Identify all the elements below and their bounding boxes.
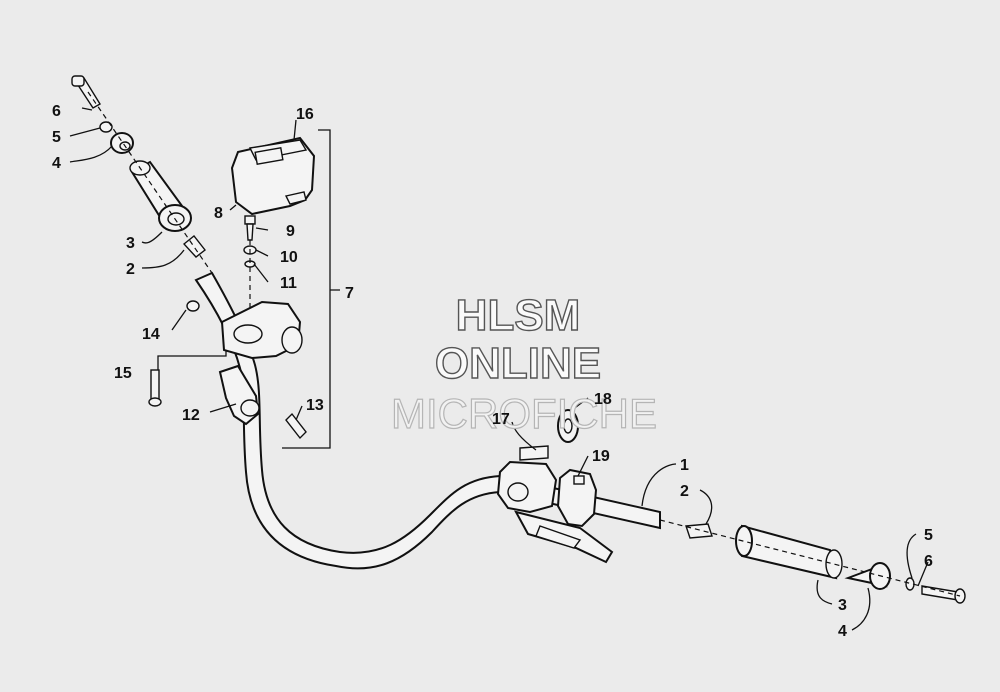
leader-lines — [69, 107, 929, 631]
watermark-line3: MICROFICHE — [391, 390, 657, 437]
throttle-housing-19 — [556, 468, 598, 528]
callout-6-right: 6 — [924, 553, 933, 570]
watermark: HLSM ONLINE MICROFICHE — [390, 290, 657, 437]
bracket-7 — [282, 129, 340, 449]
callout-3-left: 3 — [126, 235, 135, 252]
nut-14 — [186, 300, 200, 312]
insert-left — [182, 235, 206, 258]
bolt-right — [921, 585, 966, 604]
callout-1: 1 — [680, 457, 689, 474]
axis-right-dash — [659, 519, 961, 597]
washer-right — [905, 577, 915, 591]
master-cylinder — [496, 460, 614, 564]
callout-10: 10 — [280, 249, 298, 266]
switch-housing — [230, 136, 316, 216]
washer-left — [99, 121, 113, 133]
end-cap-left — [110, 132, 134, 154]
decal-17 — [519, 445, 549, 461]
end-cap-right — [844, 562, 891, 590]
washer-18 — [557, 409, 579, 443]
callout-14: 14 — [142, 326, 160, 343]
screw-13 — [285, 412, 307, 440]
grip-right — [735, 524, 843, 580]
callout-4-left: 4 — [52, 155, 61, 172]
callout-11: 11 — [280, 275, 297, 292]
callout-4-right: 4 — [838, 623, 847, 640]
callout-6-left: 6 — [52, 103, 61, 120]
callout-19: 19 — [592, 448, 610, 465]
callout-8: 8 — [214, 205, 223, 222]
callout-5-right: 5 — [924, 527, 933, 544]
callout-16: 16 — [296, 106, 314, 123]
callout-13: 13 — [306, 397, 324, 414]
callout-15: 15 — [114, 365, 132, 382]
screw-9 — [244, 215, 256, 241]
callout-18: 18 — [594, 391, 612, 408]
callout-2-right: 2 — [680, 483, 689, 500]
watermark-line2: ONLINE — [435, 339, 601, 388]
callout-2-left: 2 — [126, 261, 135, 278]
watermark-line1: HLSM — [456, 291, 581, 340]
insert-right — [685, 523, 713, 539]
callout-17: 17 — [492, 411, 510, 428]
screw-15 — [148, 369, 162, 407]
lever-12 — [218, 364, 260, 426]
grip-left — [129, 160, 192, 232]
axis-left-dash — [87, 91, 213, 274]
callout-9: 9 — [286, 223, 295, 240]
callout-numbers: 6 5 4 16 8 9 3 10 2 11 7 14 15 12 13 17 … — [52, 103, 933, 640]
callout-7: 7 — [345, 285, 354, 302]
callout-3-right: 3 — [838, 597, 847, 614]
control-housing — [220, 300, 303, 360]
callout-5-left: 5 — [52, 129, 61, 146]
callout-12: 12 — [182, 407, 200, 424]
